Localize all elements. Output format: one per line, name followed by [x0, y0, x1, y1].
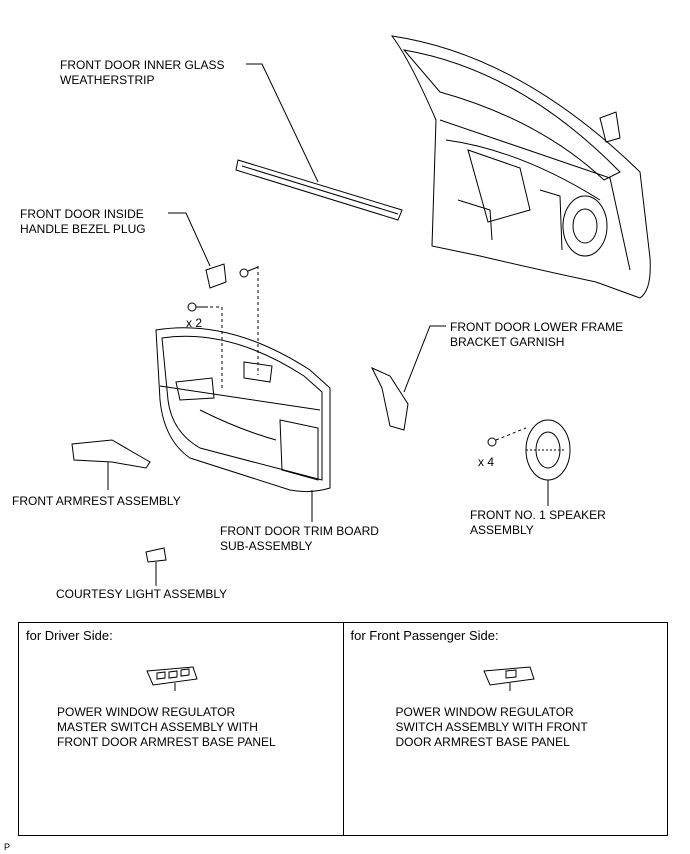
weatherstrip-drawing [235, 159, 403, 221]
bezel-plug-drawing [205, 263, 227, 289]
lower-frame-garnish-drawing [370, 366, 409, 431]
screw-drawings [187, 266, 259, 390]
figure-code: P [4, 842, 11, 852]
lower-frame-leader [403, 325, 446, 393]
driver-side-panel: for Driver Side: POWER WINDOW REGULATOR … [19, 623, 343, 835]
trim-board-drawing [155, 327, 331, 493]
passenger-side-title: for Front Passenger Side: [350, 628, 499, 643]
variant-table: for Driver Side: POWER WINDOW REGULATOR … [18, 622, 668, 836]
speaker-drawing [487, 419, 571, 481]
courtesy-light-label: COURTESY LIGHT ASSEMBLY [56, 587, 228, 601]
bezel-plug-leader [168, 212, 211, 267]
bezel-plug-label: FRONT DOOR INSIDE HANDLE BEZEL PLUG [20, 207, 146, 236]
driver-side-description: POWER WINDOW REGULATOR MASTER SWITCH ASS… [57, 705, 276, 749]
passenger-switch-drawing [482, 666, 535, 691]
speaker-label: FRONT NO. 1 SPEAKER ASSEMBLY [470, 508, 606, 537]
armrest-drawing [71, 439, 151, 469]
speaker-qty-label: x 4 [478, 455, 495, 469]
passenger-side-description: POWER WINDOW REGULATOR SWITCH ASSEMBLY W… [395, 705, 588, 749]
exploded-parts-illustration [71, 35, 651, 586]
lower-frame-garnish-label: FRONT DOOR LOWER FRAME BRACKET GARNISH [450, 320, 624, 349]
master-switch-drawing [146, 666, 198, 691]
driver-side-title: for Driver Side: [26, 628, 113, 643]
armrest-label: FRONT ARMREST ASSEMBLY [12, 494, 181, 508]
trim-board-label: FRONT DOOR TRIM BOARD SUB-ASSEMBLY [220, 524, 379, 553]
screw-qty-label: x 2 [186, 316, 203, 330]
passenger-side-panel: for Front Passenger Side: POWER WINDOW R… [342, 623, 668, 835]
courtesy-light-drawing [145, 547, 167, 563]
door-frame-drawing [390, 35, 651, 299]
weatherstrip-leader [246, 63, 319, 183]
weatherstrip-label: FRONT DOOR INNER GLASS WEATHERSTRIP [60, 58, 225, 87]
